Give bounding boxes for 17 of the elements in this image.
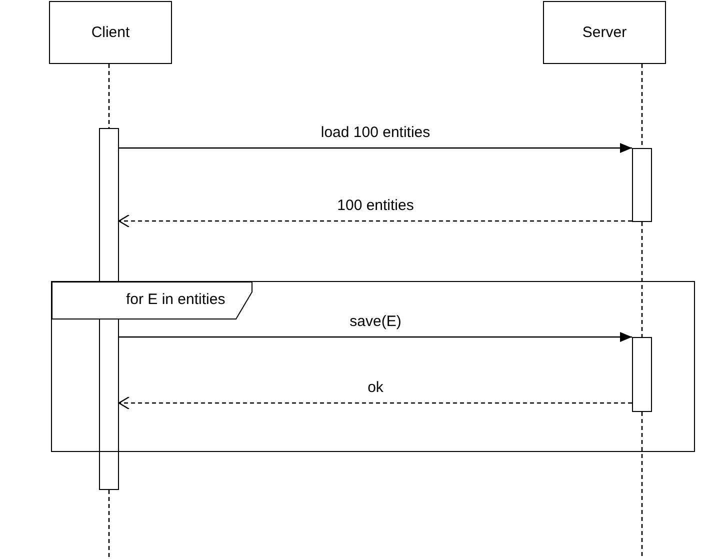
- participant-name: Client: [91, 24, 130, 42]
- lifeline: [641, 64, 643, 148]
- activation-bar: [632, 148, 652, 222]
- activation-bar: [632, 337, 652, 412]
- return-arrow: [118, 214, 632, 228]
- lifeline: [641, 412, 643, 559]
- return-arrow: [118, 396, 632, 410]
- lifeline: [108, 64, 110, 128]
- frame-label: for E in entities: [126, 291, 226, 309]
- message-arrow: [119, 332, 632, 342]
- lifeline: [641, 222, 643, 337]
- lifeline: [108, 490, 110, 559]
- participant-name: Server: [582, 24, 627, 42]
- participant-box: [543, 1, 666, 64]
- participant-box: [49, 1, 172, 64]
- loop-frame: [51, 281, 695, 452]
- message-arrow: [119, 143, 632, 153]
